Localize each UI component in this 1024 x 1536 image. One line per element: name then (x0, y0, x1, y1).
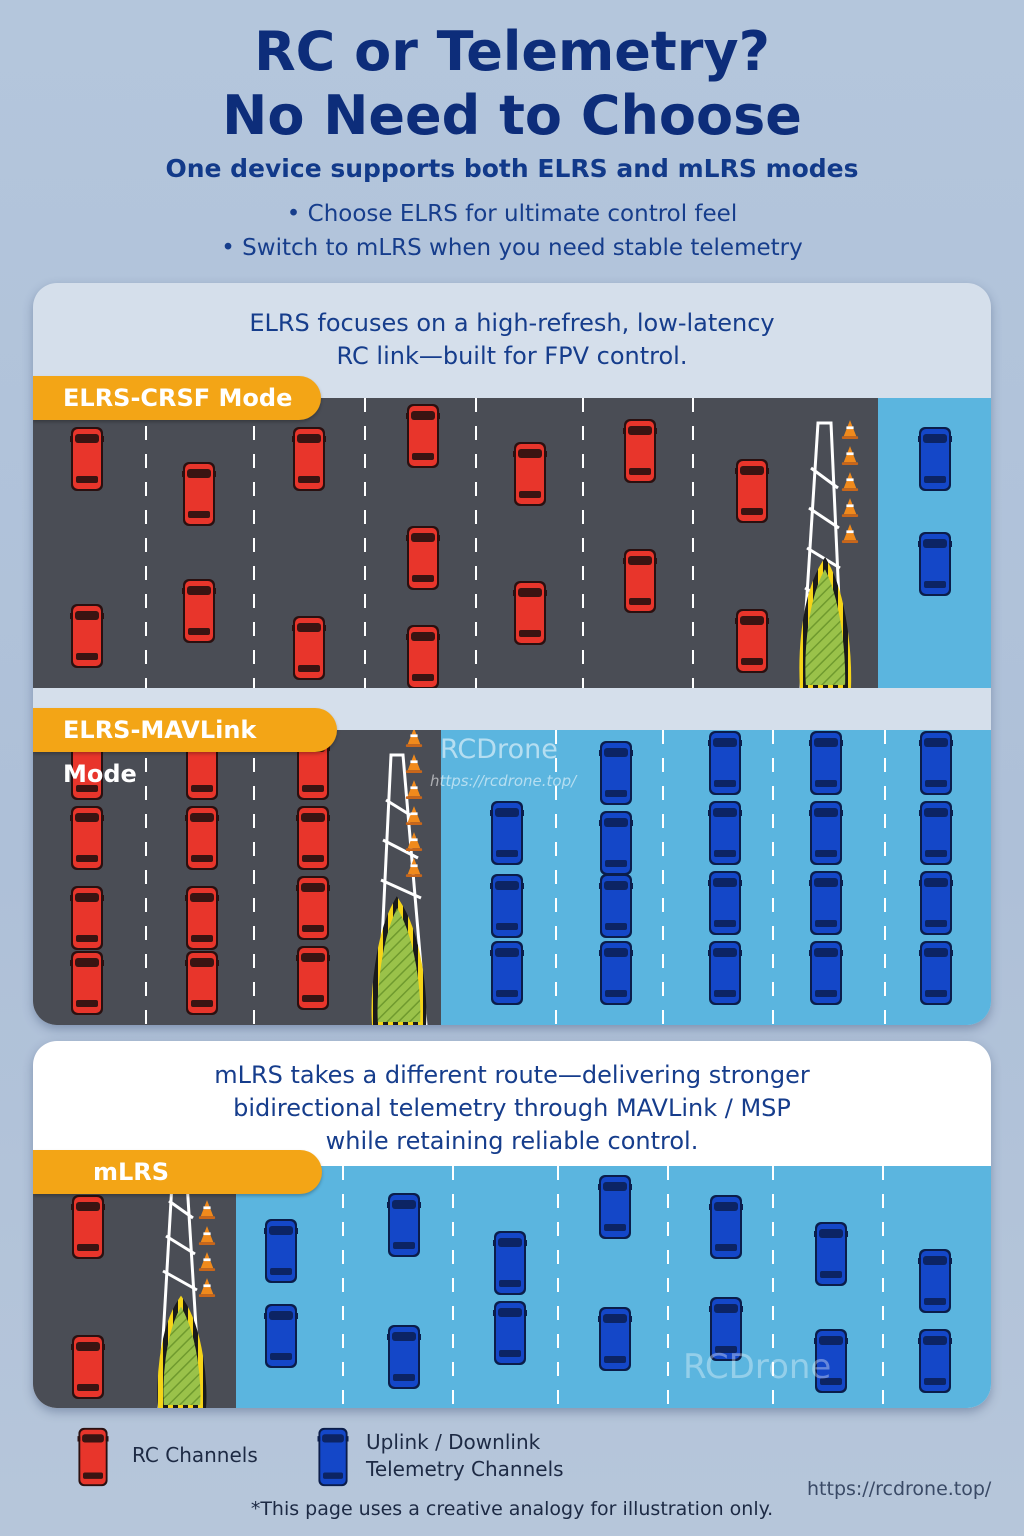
mavlink-road-diagram (33, 730, 991, 1025)
telemetry-car-icon (918, 1329, 952, 1393)
rc-car-icon (623, 549, 657, 613)
mlrs-mode-label: mLRS (33, 1150, 322, 1194)
rc-car-icon (185, 806, 219, 870)
site-url-link[interactable]: https://rcdrone.top/ (807, 1478, 992, 1500)
subtitle: One device supports both ELRS and mLRS m… (165, 154, 859, 183)
telemetry-car-icon (490, 874, 524, 938)
rc-car-icon (735, 609, 769, 673)
bullet-mlrs: • Switch to mLRS when you need stable te… (221, 235, 803, 261)
telemetry-car-icon (919, 941, 953, 1005)
rc-car-icon (70, 951, 104, 1015)
rc-car-icon (406, 526, 440, 590)
mlrs-panel: mLRS takes a different route—delivering … (33, 1041, 991, 1408)
telemetry-car-icon (598, 1175, 632, 1239)
telemetry-car-icon (919, 801, 953, 865)
legend-telemetry-label-line-2: Telemetry Channels (366, 1457, 564, 1481)
rc-car-icon (292, 427, 326, 491)
telemetry-car-icon (809, 871, 843, 935)
telemetry-car-icon (809, 941, 843, 1005)
rc-car-icon (406, 404, 440, 468)
rc-car-icon (71, 1335, 105, 1399)
telemetry-car-icon (599, 811, 633, 875)
telemetry-car-icon (918, 427, 952, 491)
rc-car-icon (292, 616, 326, 680)
lane-dividers (145, 398, 694, 688)
watermark-brand: RCDrone (440, 734, 558, 765)
elrs-crsf-mode-label: ELRS-CRSF Mode (33, 376, 321, 420)
title-line-2: No Need to Choose (222, 84, 802, 147)
watermark-brand-bottom: RCDrone (683, 1347, 832, 1387)
bullet-elrs: • Choose ELRS for ultimate control feel (286, 201, 738, 227)
rc-car-icon (406, 625, 440, 688)
telemetry-car-icon (599, 741, 633, 805)
rc-car-icon (623, 419, 657, 483)
telemetry-car-icon (387, 1325, 421, 1389)
telemetry-car-icon (708, 941, 742, 1005)
mlrs-caption: mLRS takes a different route—delivering … (33, 1059, 991, 1158)
telemetry-car-icon (919, 871, 953, 935)
telemetry-car-icon (709, 1195, 743, 1259)
rc-car-icon (296, 876, 330, 940)
telemetry-car-icon (387, 1193, 421, 1257)
telemetry-car-icon (918, 1249, 952, 1313)
rc-car-icon (77, 1427, 109, 1487)
rc-car-icon (182, 462, 216, 526)
telemetry-car-icon (599, 874, 633, 938)
rc-car-icon (513, 581, 547, 645)
rc-car-icon (71, 1195, 105, 1259)
mlrs-caption-line-2: bidirectional telemetry through MAVLink … (233, 1094, 791, 1122)
elrs-caption: ELRS focuses on a high-refresh, low-late… (33, 307, 991, 373)
mlrs-caption-line-3: while retaining reliable control. (325, 1127, 699, 1155)
telemetry-car-icon (264, 1219, 298, 1283)
lane-dividers (145, 730, 886, 1025)
rc-car-icon (70, 886, 104, 950)
telemetry-car-icon (599, 941, 633, 1005)
telemetry-car-icon (493, 1301, 527, 1365)
telemetry-car-icon (264, 1304, 298, 1368)
watermark-url: https://rcdrone.top/ (430, 772, 577, 790)
telemetry-car-icon (814, 1222, 848, 1286)
mlrs-road-diagram (33, 1166, 991, 1408)
telemetry-car-icon (317, 1427, 349, 1487)
telemetry-car-icon (708, 871, 742, 935)
rc-car-icon (296, 806, 330, 870)
telemetry-car-icon (708, 801, 742, 865)
elrs-caption-line-2: RC link—built for FPV control. (336, 342, 688, 370)
merge-barrier (371, 730, 428, 1025)
telemetry-car-icon (490, 801, 524, 865)
rc-car-icon (70, 427, 104, 491)
telemetry-car-icon (809, 801, 843, 865)
telemetry-car-icon (708, 731, 742, 795)
rc-car-icon (182, 579, 216, 643)
rc-car-icon (185, 951, 219, 1015)
elrs-mavlink-mode-label: ELRS-MAVLink Mode (33, 708, 337, 788)
telemetry-car-icon (493, 1231, 527, 1295)
telemetry-car-icon (919, 731, 953, 795)
rc-car-icon (735, 459, 769, 523)
legend-rc-label: RC Channels (132, 1443, 258, 1467)
telemetry-car-icon (918, 532, 952, 596)
title-line-1: RC or Telemetry? (254, 20, 770, 83)
rc-car-icon (70, 806, 104, 870)
telemetry-car-icon (490, 941, 524, 1005)
rc-car-icon (513, 442, 547, 506)
mlrs-caption-line-1: mLRS takes a different route—delivering … (214, 1061, 810, 1089)
merge-barrier (799, 420, 859, 688)
elrs-panel: ELRS focuses on a high-refresh, low-late… (33, 283, 991, 1025)
rc-car-icon (296, 946, 330, 1010)
crsf-road-diagram (33, 398, 991, 688)
legend-telemetry-label-line-1: Uplink / Downlink (366, 1430, 541, 1454)
rc-car-icon (185, 886, 219, 950)
footnote: *This page uses a creative analogy for i… (250, 1498, 774, 1520)
legend-telemetry-label: Uplink / Downlink Telemetry Channels (366, 1429, 564, 1483)
rc-car-icon (70, 604, 104, 668)
merge-barrier (157, 1166, 216, 1408)
telemetry-car-icon (598, 1307, 632, 1371)
elrs-caption-line-1: ELRS focuses on a high-refresh, low-late… (249, 309, 775, 337)
telemetry-car-icon (809, 731, 843, 795)
lane-dividers (342, 1166, 884, 1408)
